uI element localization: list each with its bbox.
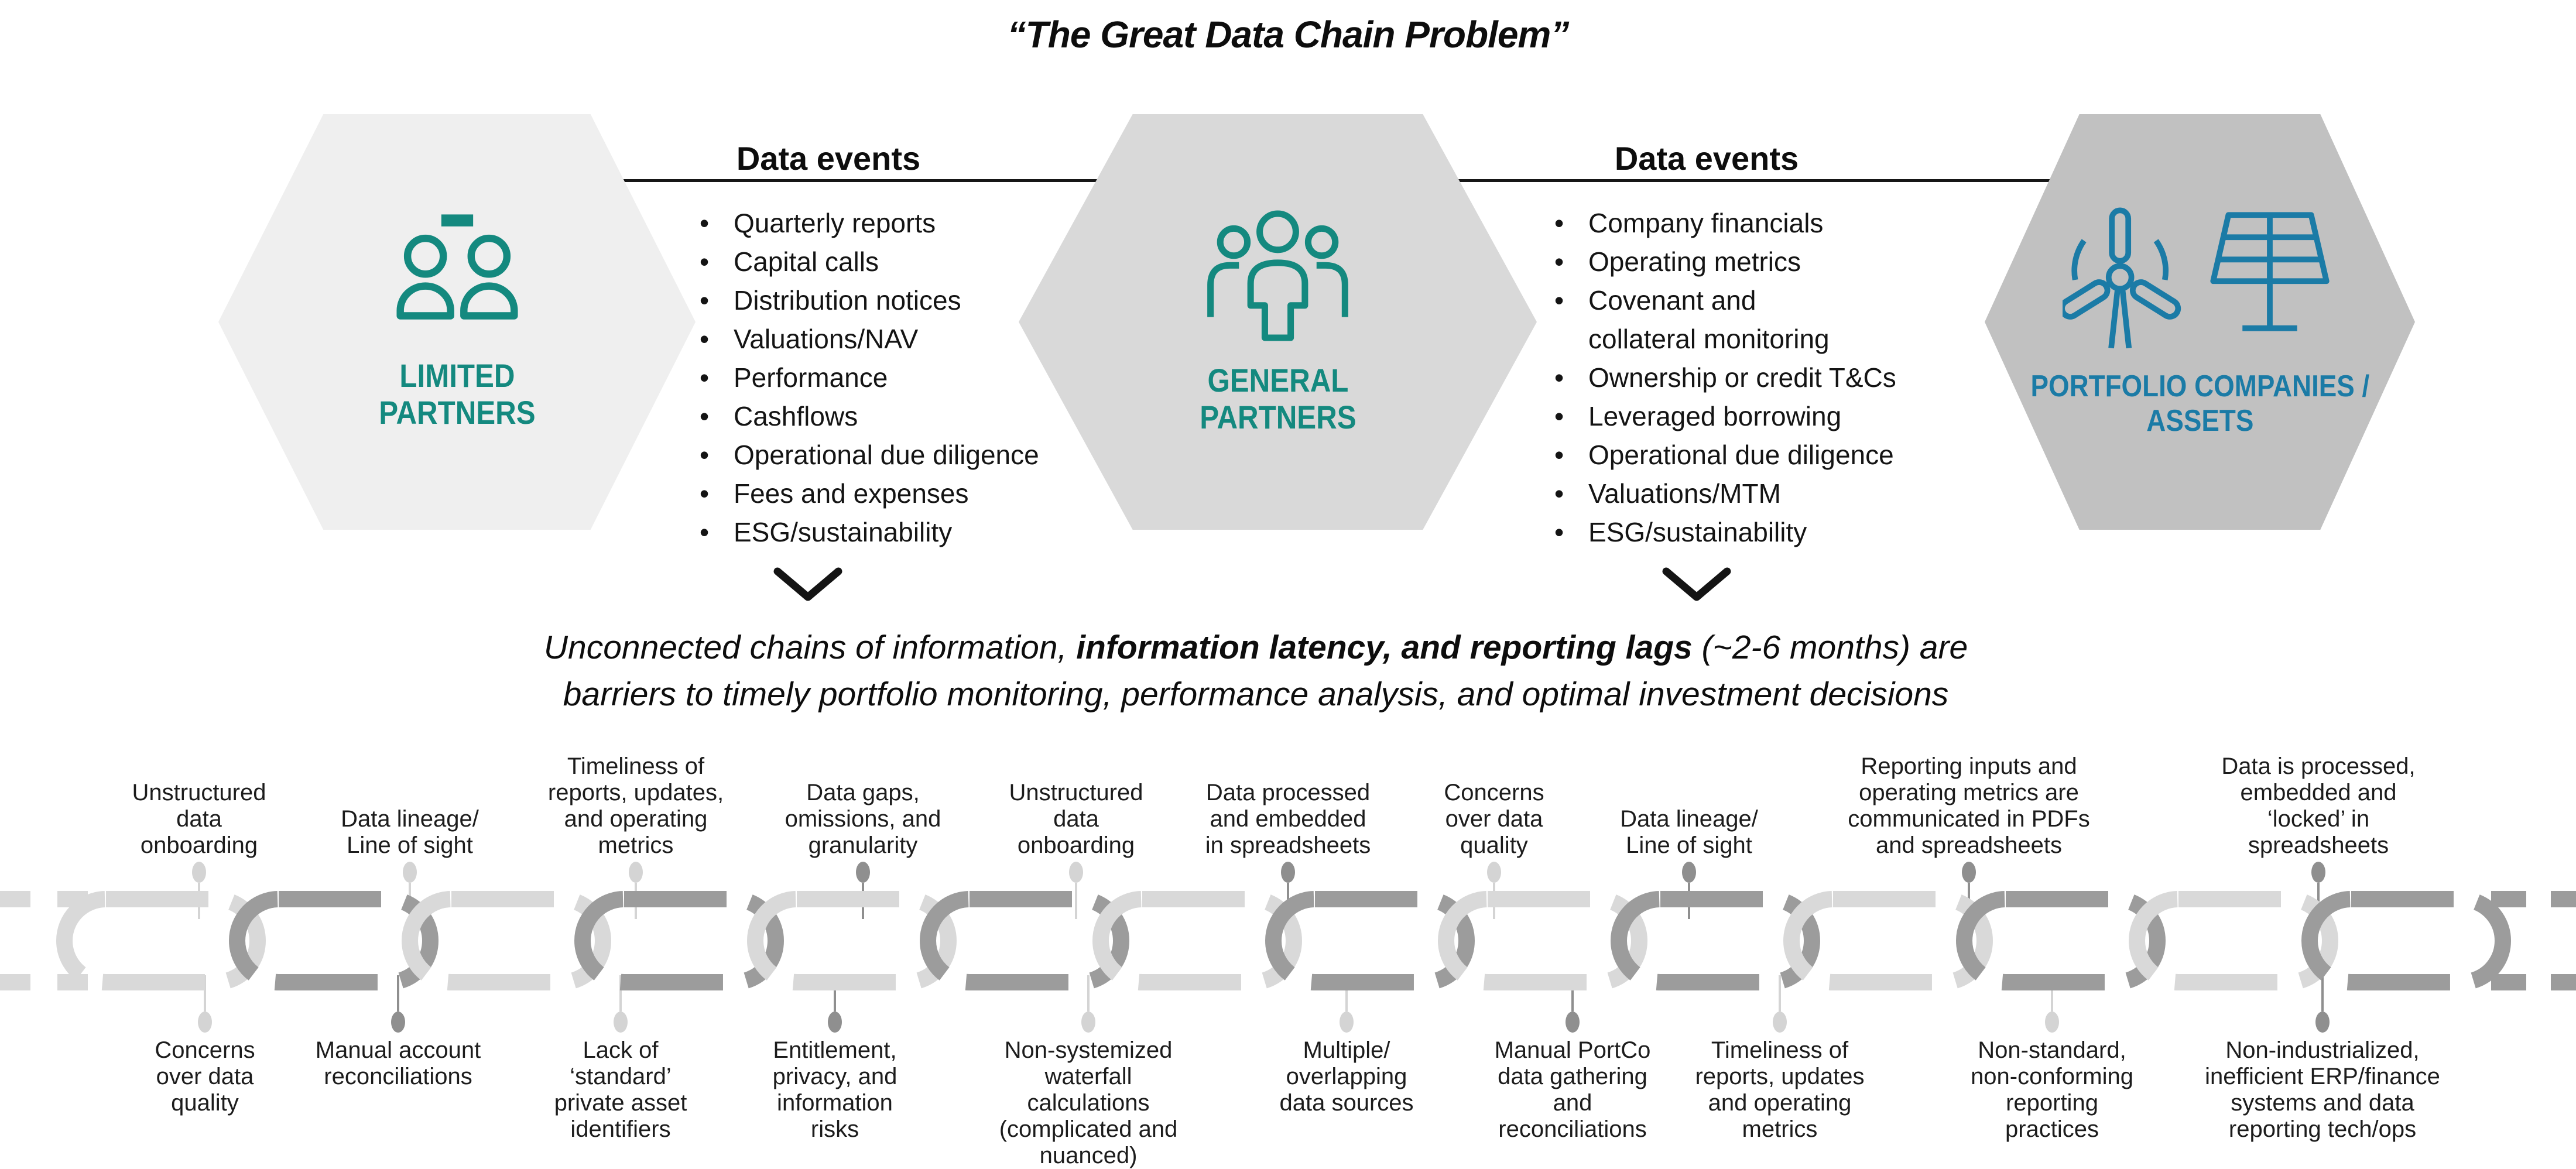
- connector-line-left: [591, 179, 1118, 182]
- chain-issue-top-1: Unstructured data onboarding: [132, 780, 266, 858]
- pin-marker: [1081, 975, 1095, 1033]
- pin-marker: [828, 975, 842, 1033]
- pin-marker: [198, 975, 212, 1033]
- chain-issue-top-6: Data processed and embedded in spreadshe…: [1205, 780, 1371, 858]
- chain-issue-top-7: Concerns over data quality: [1444, 780, 1544, 858]
- summary-line1-bold: information latency, and reporting lags: [1076, 629, 1693, 666]
- pin-marker: [391, 975, 405, 1033]
- pin-marker: [1566, 975, 1580, 1033]
- data-events-list-left: Quarterly reports Capital calls Distribu…: [700, 204, 1074, 551]
- list-item: Valuations/NAV: [700, 320, 1074, 358]
- page-title: “The Great Data Chain Problem”: [1007, 13, 1570, 56]
- list-item: Operational due diligence: [700, 436, 1074, 474]
- list-item: Distribution notices: [700, 281, 1074, 320]
- three-people-icon: [1200, 208, 1355, 346]
- pin-marker: [2315, 975, 2330, 1033]
- chevron-down-icon: [1662, 567, 1731, 601]
- chain-graphic: [0, 891, 2576, 990]
- chain-issue-bottom-7: Manual PortCo data gathering and reconci…: [1494, 1037, 1651, 1142]
- pin-marker: [614, 975, 628, 1033]
- wind-turbine-icon: [2059, 206, 2183, 355]
- chain-issue-bottom-2: Manual account reconciliations: [315, 1037, 481, 1089]
- hexagon-label-portfolio-assets: PORTFOLIO COMPANIES / ASSETS: [2030, 369, 2369, 438]
- hexagon-portfolio-assets: PORTFOLIO COMPANIES / ASSETS: [1985, 114, 2415, 530]
- list-item: Operating metrics: [1554, 242, 1964, 281]
- pin-marker: [1069, 862, 1083, 919]
- pin-marker: [1340, 975, 1354, 1033]
- list-item: ESG/sustainability: [700, 513, 1074, 551]
- data-events-header-left: Data events: [736, 140, 921, 177]
- list-item: Operational due diligence: [1554, 436, 1964, 474]
- list-item: Leveraged borrowing: [1554, 397, 1964, 436]
- chain-issue-top-2: Data lineage/ Line of sight: [341, 806, 479, 858]
- hexagon-label-limited-partners: LIMITED PARTNERS: [378, 357, 536, 431]
- chain-issue-bottom-5: Non-systemized waterfall calculations (c…: [999, 1037, 1178, 1168]
- list-item: ESG/sustainability: [1554, 513, 1964, 551]
- hexagon-label-general-partners: GENERAL PARTNERS: [1199, 361, 1356, 436]
- pin-marker: [2045, 975, 2059, 1033]
- list-item: Fees and expenses: [700, 474, 1074, 513]
- chain-issue-top-9: Reporting inputs and operating metrics a…: [1848, 753, 2090, 858]
- chain-issue-bottom-4: Entitlement, privacy, and information ri…: [772, 1037, 898, 1142]
- chain-issue-bottom-6: Multiple/ overlapping data sources: [1279, 1037, 1414, 1116]
- chain-issue-bottom-1: Concerns over data quality: [155, 1037, 255, 1116]
- pin-marker: [1773, 975, 1787, 1033]
- hexagon-limited-partners: LIMITED PARTNERS: [218, 114, 696, 530]
- chain-issue-top-5: Unstructured data onboarding: [1009, 780, 1143, 858]
- list-item: Ownership or credit T&Cs: [1554, 358, 1964, 397]
- chain-issue-bottom-9: Non-standard, non-conforming reporting p…: [1971, 1037, 2133, 1142]
- list-item: Quarterly reports: [700, 204, 1074, 242]
- chain-issue-bottom-8: Timeliness of reports, updates and opera…: [1695, 1037, 1865, 1142]
- two-people-icon: [384, 212, 530, 341]
- chain-issue-bottom-10: Non-industrialized, inefficient ERP/fina…: [2205, 1037, 2440, 1142]
- chain-issue-bottom-3: Lack of ‘standard’ private asset identif…: [554, 1037, 687, 1142]
- solar-panel-icon: [2202, 206, 2337, 355]
- hexagon-general-partners: GENERAL PARTNERS: [1019, 114, 1537, 530]
- list-item: Covenant and collateral monitoring: [1554, 281, 1964, 358]
- list-item: Company financials: [1554, 204, 1964, 242]
- data-events-list-right: Company financials Operating metrics Cov…: [1554, 204, 1964, 551]
- chain-issue-top-8: Data lineage/ Line of sight: [1620, 806, 1758, 858]
- data-events-header-right: Data events: [1614, 140, 1799, 177]
- list-item: Performance: [700, 358, 1074, 397]
- chain-issue-top-10: Data is processed, embedded and ‘locked’…: [2221, 753, 2416, 858]
- chevron-down-icon: [773, 567, 842, 601]
- summary-line1-pre: Unconnected chains of information,: [543, 629, 1077, 666]
- chain-issue-top-4: Data gaps, omissions, and granularity: [785, 780, 941, 858]
- summary-line1-post: (~2-6 months) are: [1692, 629, 1968, 666]
- list-item: Capital calls: [700, 242, 1074, 281]
- list-item: Cashflows: [700, 397, 1074, 436]
- summary-text: Unconnected chains of information, infor…: [544, 624, 1968, 718]
- summary-line2: barriers to timely portfolio monitoring,…: [563, 676, 1949, 713]
- connector-line-right: [1429, 179, 2073, 182]
- chain-issue-top-3: Timeliness of reports, updates, and oper…: [547, 753, 724, 858]
- list-item: Valuations/MTM: [1554, 474, 1964, 513]
